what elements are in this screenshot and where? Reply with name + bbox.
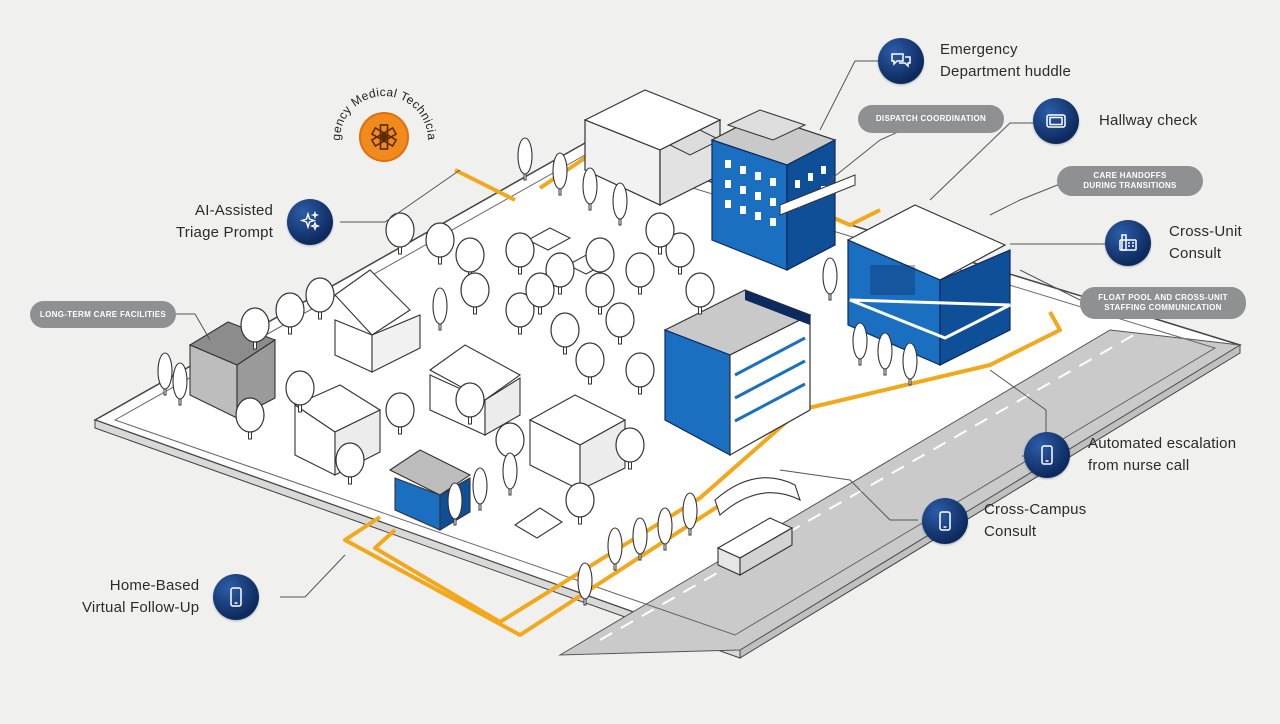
callout-ai-triage-line2: Triage Prompt <box>176 224 274 241</box>
hospital-tower <box>710 109 856 271</box>
callout-hallway-check: Hallway check <box>1033 98 1197 144</box>
callout-home-followup-line2: Virtual Follow-Up <box>82 599 200 616</box>
callout-cross-campus-line2: Consult <box>984 523 1037 540</box>
pill-care-handoffs: CARE HANDOFFS DURING TRANSITIONS <box>1057 166 1203 196</box>
callout-ed-huddle: Emergency Department huddle <box>878 38 1071 84</box>
pill-dispatch-line1: DISPATCH COORDINATION <box>875 114 987 123</box>
blue-clinic-building <box>846 204 1011 366</box>
callout-escalation-line1: Automated escalation <box>1088 435 1237 452</box>
star-of-life-icon <box>370 124 398 150</box>
callout-cross-unit-line1: Cross-Unit <box>1169 223 1242 240</box>
emt-badge-graphic: Emergency Medical Technician call <box>313 71 439 162</box>
callout-hallway-check-line1: Hallway check <box>1099 112 1198 129</box>
callout-escalation: Automated escalation from nurse call <box>1024 432 1236 478</box>
pill-float-pool: FLOAT POOL AND CROSS-UNIT STAFFING COMMU… <box>1080 287 1246 319</box>
callout-ai-triage-line1: AI-Assisted <box>195 202 274 219</box>
pill-dispatch-coordination: DISPATCH COORDINATION <box>858 105 1004 133</box>
tablet-icon <box>1033 98 1079 144</box>
emt-badge: Emergency Medical Technician call <box>313 71 448 192</box>
pill-long-term-care: LONG-TERM CARE FACILITIES <box>30 301 176 328</box>
smartphone-icon <box>922 498 968 544</box>
pill-handoffs-line1: CARE HANDOFFS <box>1093 171 1167 180</box>
smartphone-icon <box>213 574 260 620</box>
callout-home-followup: Home-Based Virtual Follow-Up <box>82 574 260 620</box>
callout-cross-campus: Cross-Campus Consult <box>922 498 1086 544</box>
callout-cross-campus-line1: Cross-Campus <box>984 501 1087 518</box>
smartphone-icon <box>1024 432 1070 478</box>
chat-bubbles-icon <box>878 38 924 84</box>
sparkles-icon <box>287 199 334 245</box>
pill-long-term-line1: LONG-TERM CARE FACILITIES <box>39 309 167 319</box>
callout-cross-unit: Cross-Unit Consult <box>1105 220 1242 266</box>
apartment-building <box>663 289 812 457</box>
callout-ai-triage: AI-Assisted Triage Prompt <box>176 199 334 245</box>
pill-handoffs-line2: DURING TRANSITIONS <box>1083 181 1177 190</box>
bus-and-shelter <box>714 477 801 576</box>
callout-escalation-line2: from nurse call <box>1088 457 1190 474</box>
pill-float-pool-line1: FLOAT POOL AND CROSS-UNIT <box>1098 293 1228 302</box>
gray-building <box>583 89 722 206</box>
pill-float-pool-line2: STAFFING COMMUNICATION <box>1104 303 1222 312</box>
leader-lines <box>176 60 1105 598</box>
desk-phone-icon <box>1105 220 1151 266</box>
callout-cross-unit-line2: Consult <box>1169 245 1222 262</box>
callout-home-followup-line1: Home-Based <box>109 577 200 594</box>
callout-ed-huddle-line2: Department huddle <box>940 63 1071 80</box>
callout-ed-huddle-line1: Emergency <box>940 41 1018 58</box>
